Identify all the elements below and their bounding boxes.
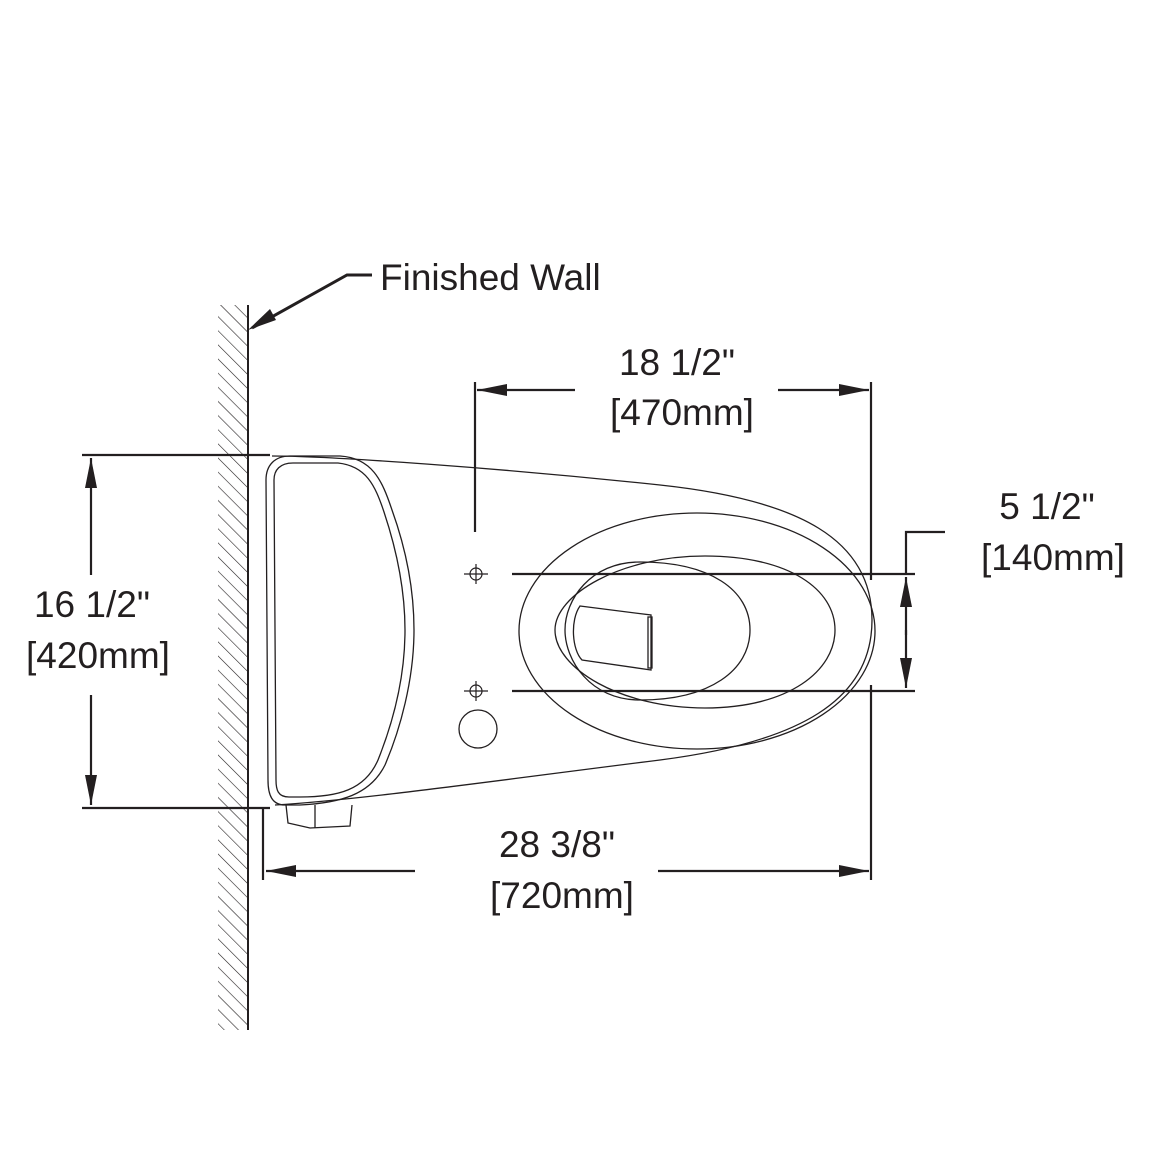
bolt-marker-bottom (464, 681, 488, 701)
dim-bolt-to-front-imperial: 18 1/2" (619, 342, 735, 383)
dim-overall-depth-imperial: 28 3/8" (499, 824, 615, 865)
dim-bolt-spacing-imperial: 5 1/2" (999, 486, 1094, 527)
dim-tank-width-imperial: 16 1/2" (34, 584, 150, 625)
finished-wall (218, 305, 249, 1030)
bolt-marker-top (464, 564, 488, 584)
toilet-outline (265, 455, 876, 829)
dim-tank-width-metric: [420mm] (26, 635, 170, 676)
dim-bolt-spacing-metric: [140mm] (981, 537, 1125, 578)
dim-overall-depth-metric: [720mm] (490, 875, 634, 916)
finished-wall-callout: Finished Wall (248, 257, 601, 330)
dim-bolt-to-front-metric: [470mm] (610, 392, 754, 433)
finished-wall-label: Finished Wall (380, 257, 601, 298)
